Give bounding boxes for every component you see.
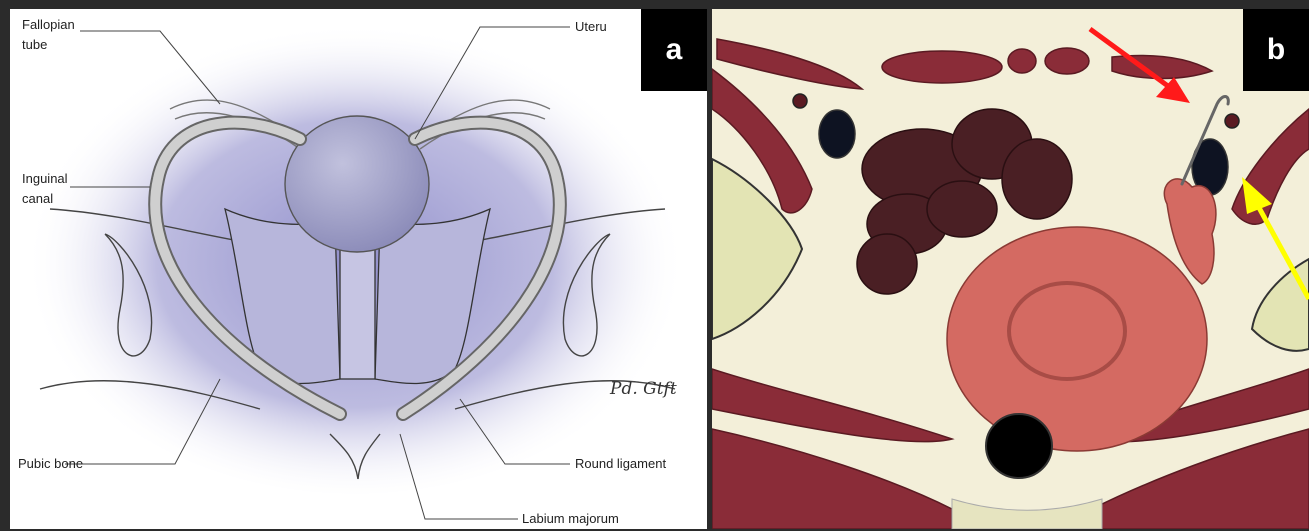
uterus	[285, 116, 429, 252]
axial-section-illustration	[712, 9, 1309, 529]
panel-label-b: b	[1243, 9, 1309, 91]
left-iliac-artery	[793, 94, 807, 108]
left-iliac-vein	[819, 110, 855, 158]
label-uterus: Uteru	[575, 19, 607, 34]
label-labium-majorum: Labium majorum	[522, 511, 619, 526]
artist-signature: Pd. Gtft	[609, 379, 677, 399]
label-inguinal-canal-line2: canal	[22, 191, 53, 206]
panel-b-cross-section: b	[712, 9, 1309, 529]
bladder	[947, 227, 1207, 451]
panel-a-illustration: Pd. Gtft Fallopian tube Uteru Inguinal c…	[10, 9, 707, 529]
rectum	[986, 414, 1052, 478]
right-iliac-artery	[1225, 114, 1239, 128]
label-inguinal-canal-line1: Inguinal	[22, 171, 68, 186]
pelvic-illustration: Pd. Gtft Fallopian tube Uteru Inguinal c…	[10, 9, 707, 529]
panel-label-a: a	[641, 9, 707, 91]
label-fallopian-tube-line1: Fallopian	[22, 17, 75, 32]
label-fallopian-tube-line2: tube	[22, 37, 47, 52]
label-round-ligament: Round ligament	[575, 456, 666, 471]
label-pubic-bone: Pubic bone	[18, 456, 83, 471]
